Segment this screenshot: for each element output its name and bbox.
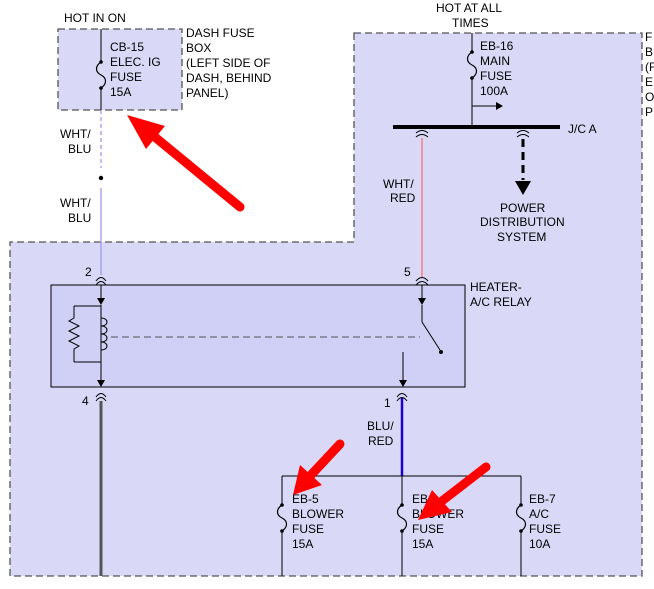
- pin1-connector: [396, 393, 408, 398]
- eb6-dot-top: [400, 503, 404, 507]
- wire-label-wht-blu-lower-1: WHT/: [60, 196, 91, 210]
- jca-label: J/C A: [568, 122, 597, 136]
- eb6-label-4: 15A: [412, 537, 433, 551]
- eb16-side-arrowhead: [496, 102, 503, 110]
- wire-label-wht-blu-lower-2: BLU: [68, 211, 91, 225]
- jca-connector-left-inner: [415, 134, 429, 138]
- annotation-arrow-eb5: [293, 439, 345, 495]
- eb5-label-3: FUSE: [292, 522, 324, 536]
- relay-pin1-arrowhead: [399, 380, 407, 387]
- relay-coil-symbol: [100, 317, 108, 351]
- cb15-label-2: ELEC. IG: [110, 55, 161, 69]
- eb6-label-1: EB: [412, 492, 428, 506]
- eb7-label-1: EB-7: [529, 492, 556, 506]
- eb16-label-2: MAIN: [480, 54, 510, 68]
- relay-switch-blade: [421, 321, 441, 351]
- relay-label-1: HEATER-: [470, 280, 522, 294]
- heater-ac-relay-box: [50, 284, 466, 388]
- eb7-label-2: A/C: [529, 507, 549, 521]
- pin2-connector-inner: [95, 281, 107, 286]
- wire-label-wht-red-2: RED: [390, 191, 416, 205]
- power-distribution-label-3: SYSTEM: [497, 230, 546, 244]
- eb5-dot-top: [280, 503, 284, 507]
- eb6-fuse-symbol: [396, 504, 408, 532]
- pin-label-5: 5: [404, 265, 411, 279]
- eb16-fuse-symbol: [466, 51, 478, 79]
- cb15-label-3: FUSE: [110, 70, 142, 84]
- wht-blu-splice-dot: [98, 175, 104, 181]
- pin5-connector-inner: [415, 281, 429, 286]
- eb5-fuse-symbol: [276, 504, 288, 532]
- right-edge-label-4: E: [645, 75, 653, 89]
- right-edge-label-1: F: [645, 30, 652, 44]
- pin1-connector-inner: [396, 397, 408, 402]
- wire-label-wht-blu-upper-2: BLU: [68, 142, 91, 156]
- hot-in-on-label: HOT IN ON: [64, 11, 126, 25]
- relay-label-2: A/C RELAY: [470, 295, 532, 309]
- dash-fuse-box-label-1: DASH FUSE: [186, 26, 255, 40]
- eb7-label-3: FUSE: [529, 522, 561, 536]
- eb5-label-4: 15A: [292, 537, 313, 551]
- annotation-arrow-cb15: [127, 115, 245, 212]
- relay-switch-pivot: [439, 350, 443, 354]
- eb16-dot-top: [470, 50, 474, 54]
- eb16-label-4: 100A: [480, 84, 508, 98]
- right-edge-label-6: P: [645, 105, 653, 119]
- wire-label-blu-red-1: BLU/: [367, 419, 394, 433]
- pin-label-4: 4: [82, 394, 89, 408]
- power-distribution-label-2: DISTRIBUTION: [480, 215, 565, 229]
- eb5-label-2: BLOWER: [292, 507, 344, 521]
- wire-label-blu-red-2: RED: [368, 434, 394, 448]
- jca-connector-right-inner: [516, 134, 530, 138]
- cb15-fuse-symbol: [95, 61, 107, 89]
- pin-label-1: 1: [384, 396, 391, 410]
- right-edge-label-2: B: [645, 45, 653, 59]
- eb16-label-1: EB-16: [480, 39, 514, 53]
- right-edge-label-5: O: [645, 90, 654, 104]
- right-edge-label-3: (F: [645, 60, 654, 74]
- wire-label-wht-red-1: WHT/: [383, 177, 414, 191]
- annotation-arrow-eb6: [418, 462, 491, 520]
- eb16-label-3: FUSE: [480, 69, 512, 83]
- cb15-label-4: 15A: [110, 85, 131, 99]
- dash-fuse-box-label-2: BOX: [186, 41, 211, 55]
- eb7-label-4: 10A: [529, 537, 550, 551]
- dash-fuse-box-label-3: (LEFT SIDE OF: [186, 56, 270, 70]
- dash-fuse-box-region: [57, 28, 183, 111]
- eb6-label-3: FUSE: [412, 522, 444, 536]
- cb15-dot-top: [99, 60, 103, 64]
- hot-at-all-times-label-2: TIMES: [452, 16, 489, 30]
- pin4-connector: [95, 393, 107, 398]
- jca-connector-left: [415, 130, 429, 134]
- cb15-label-1: CB-15: [110, 40, 144, 54]
- relay-pin4-arrowhead: [97, 380, 105, 387]
- eb7-fuse-symbol: [515, 504, 527, 532]
- wire-label-wht-blu-upper-1: WHT/: [60, 127, 91, 141]
- hot-at-all-times-label-1: HOT AT ALL: [436, 1, 502, 15]
- pin4-connector-inner: [95, 397, 107, 402]
- relay-pin2-arrowhead: [97, 298, 105, 305]
- eb5-label-1: EB-5: [292, 492, 319, 506]
- power-distribution-label-1: POWER: [500, 201, 546, 215]
- dash-fuse-box-label-5: PANEL): [186, 86, 228, 100]
- jca-connector-right: [516, 130, 530, 134]
- relay-pin5-arrowhead: [418, 298, 426, 305]
- pin5-connector: [415, 277, 429, 282]
- pin2-connector: [95, 277, 107, 282]
- power-distribution-arrowhead: [515, 181, 531, 195]
- relay-resistor-symbol: [67, 306, 81, 362]
- pin-label-2: 2: [85, 265, 92, 279]
- eb7-dot-top: [519, 503, 523, 507]
- dash-fuse-box-label-4: DASH, BEHIND: [186, 71, 272, 85]
